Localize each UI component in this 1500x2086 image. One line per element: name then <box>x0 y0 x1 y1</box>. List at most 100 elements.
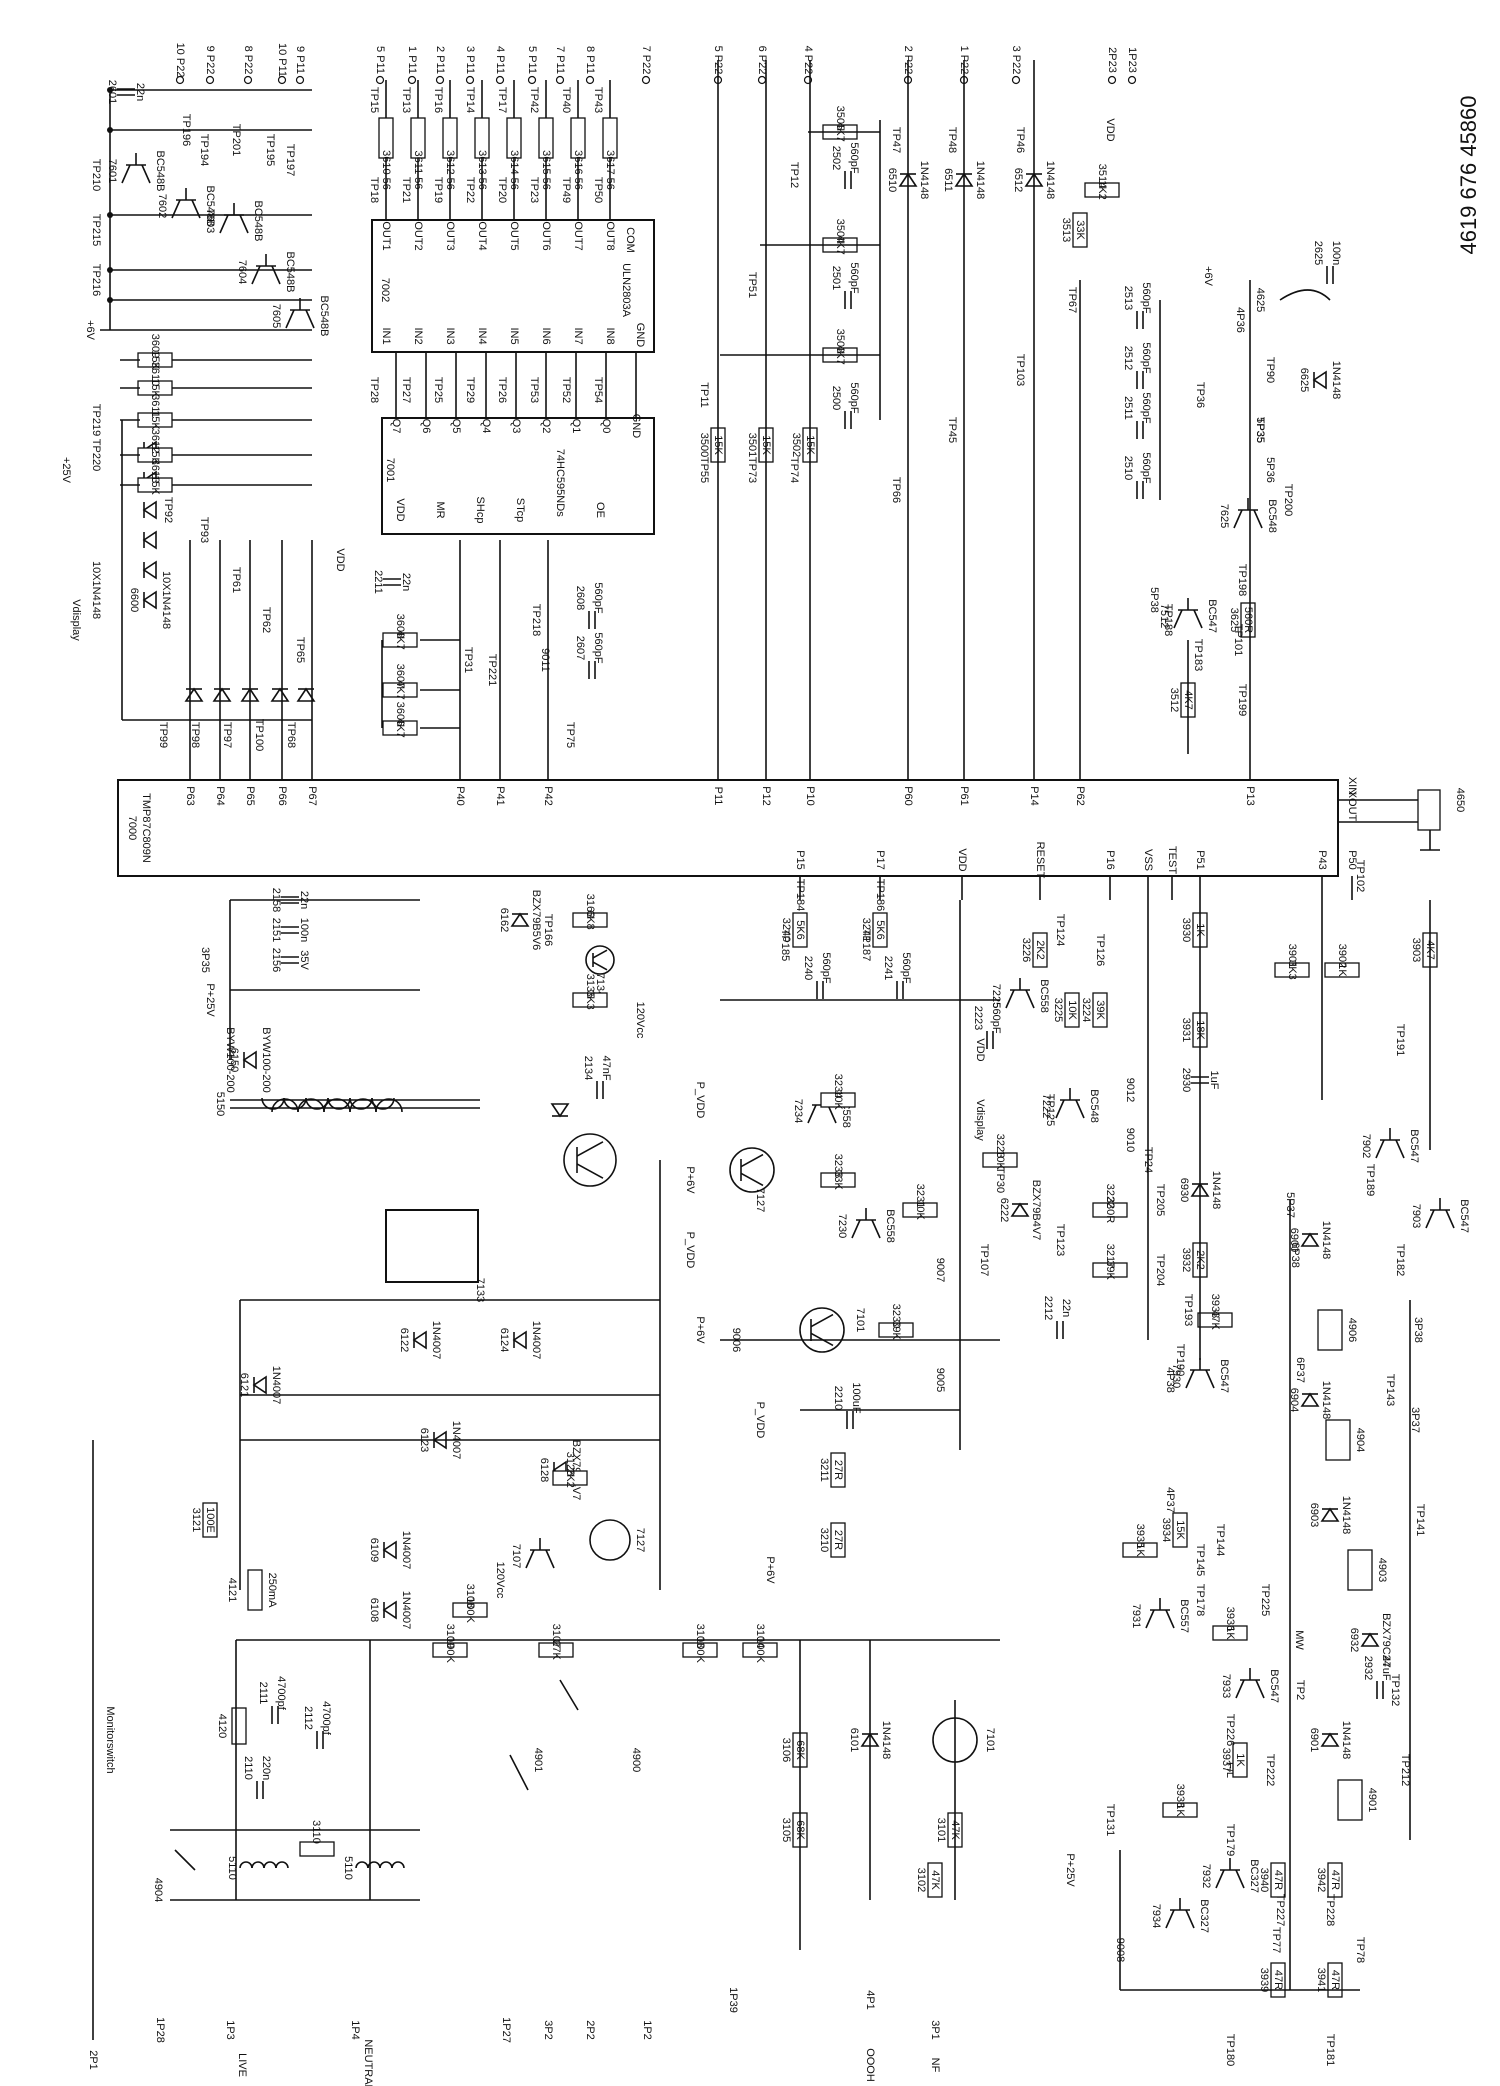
bottom-label: 1P39 <box>727 1987 739 2013</box>
component-ref: 7107 <box>510 1544 522 1568</box>
component-value: 1N4007 <box>530 1321 542 1360</box>
transistor-body <box>729 1147 775 1193</box>
terminal-circle <box>375 75 385 85</box>
component-ref: 3128 <box>564 1452 576 1476</box>
component-ref: 3930 <box>1180 918 1192 942</box>
test-point-label: TP51 <box>746 272 758 298</box>
resistor-3514 <box>1084 182 1120 198</box>
ic-pin-name: Q4 <box>480 419 492 434</box>
component-value: 10K <box>994 1150 1006 1170</box>
resistor-3230 <box>878 1322 914 1338</box>
transistor-7625 <box>1233 498 1263 529</box>
diode-6124 <box>512 1330 527 1350</box>
ic-pin-name: Q1 <box>570 419 582 434</box>
component-ref: 6162 <box>498 908 510 932</box>
test-point-label: TP101 <box>1232 624 1244 656</box>
resistor-3102 <box>927 1862 943 1898</box>
diode-6611 <box>184 687 204 702</box>
ic-ref: 7001 <box>384 458 396 482</box>
mcu-pin-label: P15 <box>794 850 806 870</box>
component-ref: 3940 <box>1258 1868 1270 1892</box>
component-ref: 9011 <box>539 648 551 672</box>
component-value: 6K8 <box>584 910 596 930</box>
component-value: 47R <box>1272 1970 1284 1990</box>
component-value: BC548B <box>204 186 216 227</box>
connector-label: 5 P11 <box>526 46 538 74</box>
component-value: BZX79C24 <box>1380 1613 1392 1667</box>
resistor-3625 <box>1240 602 1256 638</box>
resistor-3902 <box>1324 962 1360 978</box>
capacitor-2112 <box>316 1731 324 1749</box>
connector-label: 3P37 <box>1409 1407 1421 1433</box>
buzzer-4625 <box>1279 289 1331 301</box>
ic-pin-name: Q7 <box>390 419 402 434</box>
transistor-7605 <box>285 298 315 329</box>
test-point-label: TP179 <box>1224 1824 1236 1856</box>
connector-label: 4P38 <box>1164 1367 1176 1393</box>
diode-6613 <box>240 687 260 702</box>
rail-label: +6V <box>1202 266 1214 287</box>
capacitor-2501 <box>844 291 852 309</box>
diode-6600 <box>142 590 157 610</box>
test-point-label: TP125 <box>1044 1094 1056 1126</box>
component-ref: 3933 <box>1209 1294 1221 1318</box>
diode-6134 <box>550 1103 570 1118</box>
component-value: BC548B <box>252 201 264 242</box>
bottom-label: 1P2 <box>641 2020 653 2040</box>
resistor-3935 <box>1122 1542 1158 1558</box>
resistor-array-element <box>570 117 586 159</box>
test-point-label: TP47 <box>890 127 902 153</box>
transistor-7230 <box>851 1208 881 1239</box>
mcu-pin-label: P64 <box>214 786 226 806</box>
capacitor-2513 <box>1136 311 1144 329</box>
test-point-label: TP93 <box>198 517 210 543</box>
component-value: 4700pf <box>320 1701 332 1736</box>
rail-label: P_VDD <box>694 1082 706 1119</box>
component-ref: 6625 <box>1298 368 1310 392</box>
xtal-pin-label: XIN <box>1346 777 1358 795</box>
component-ref: 3163 <box>584 894 596 918</box>
connector-label: 6 P22 <box>756 46 768 75</box>
resistor-3941 <box>1327 1962 1343 1998</box>
test-point-label: TP66 <box>890 477 902 503</box>
component-ref: 3217 <box>1104 1244 1116 1268</box>
terminal-circle <box>585 75 595 85</box>
component-value: 10X1N4148 <box>90 561 102 619</box>
test-point-label: TP27 <box>400 377 412 403</box>
ic-pin-name: Q5 <box>450 419 462 434</box>
component-value: 47R <box>1272 1870 1284 1890</box>
ic-pin-name: OUT1 <box>380 221 392 250</box>
rail-label: P+6V <box>684 1166 696 1194</box>
component-ref: 7133 <box>474 1278 486 1302</box>
component-ref: 3932 <box>1180 1248 1192 1272</box>
component-value: 35V <box>298 950 310 970</box>
component-value: 4K7 <box>394 630 406 650</box>
component-ref: 7933 <box>1220 1674 1232 1698</box>
component-ref: 3936 <box>1224 1607 1236 1631</box>
component-value: 4K7 <box>394 718 406 738</box>
capacitor-2510 <box>1136 481 1144 499</box>
test-point-label: TP11 <box>698 382 710 407</box>
component-ref: 2156 <box>270 948 282 972</box>
component-ref: 3503 <box>834 329 846 353</box>
component-ref: 3240 <box>780 918 792 942</box>
component-ref: 3230 <box>890 1304 902 1328</box>
component-ref: 3107 <box>550 1624 562 1648</box>
test-point-label: TP228 <box>1324 1894 1336 1926</box>
test-point-label: TP201 <box>230 124 242 156</box>
component-ref: 3108 <box>464 1584 476 1608</box>
diode-6602 <box>142 530 157 550</box>
diode-6903 <box>1320 1507 1340 1522</box>
bottom-label: 2P1 <box>87 2050 99 2070</box>
test-point-label: TP12 <box>788 162 800 188</box>
relay-4904 <box>1325 1419 1351 1461</box>
component-ref: 3505 <box>834 106 846 130</box>
test-point-label: TP183 <box>1192 639 1204 671</box>
diode-6108 <box>382 1600 397 1620</box>
mcu-pin-label: P14 <box>1028 786 1040 806</box>
terminal-circle <box>555 75 565 85</box>
component-ref: 6150 <box>228 1048 240 1072</box>
component-ref: 6932 <box>1348 1628 1360 1652</box>
capacitor-2151 <box>281 926 299 934</box>
resistor-3608 <box>382 632 418 648</box>
